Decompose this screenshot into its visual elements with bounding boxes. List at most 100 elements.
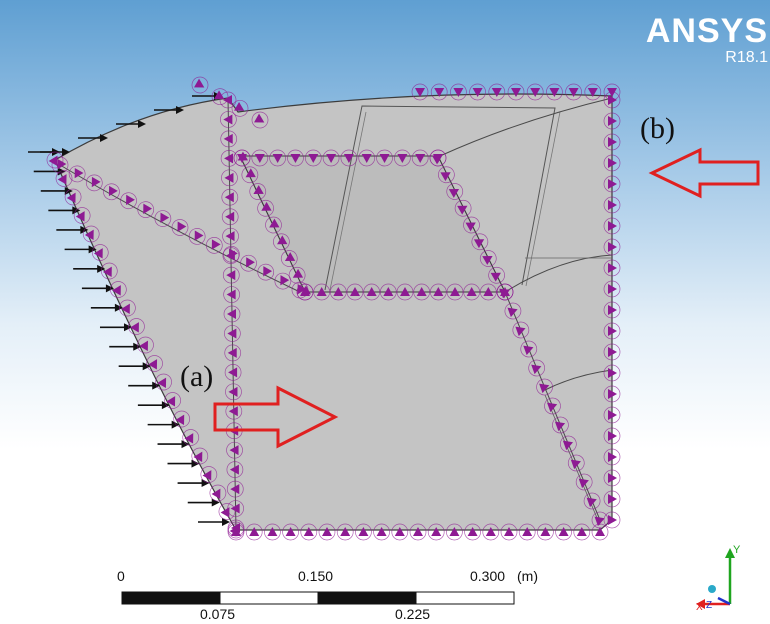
bc-marker [567, 454, 585, 472]
bc-marker [507, 83, 525, 101]
ansys-logo: ANSYS R18.1 [646, 14, 768, 66]
bc-marker [471, 233, 489, 251]
bc-marker [355, 523, 372, 541]
fluid-domain-body [54, 93, 613, 531]
x-axis-label: X [696, 602, 703, 613]
bc-marker [526, 83, 544, 101]
bc-marker [222, 227, 239, 245]
bc-marker [446, 283, 464, 301]
bc-marker [565, 83, 582, 101]
inlet-arrow [187, 498, 220, 507]
inlet-arrow [109, 342, 142, 351]
flow-arrow-b [648, 147, 760, 199]
bc-marker [603, 154, 621, 172]
bc-marker [220, 111, 237, 128]
bc-marker [427, 523, 445, 541]
bc-marker [488, 266, 505, 284]
inlet-arrow [73, 264, 106, 273]
bc-marker [191, 447, 209, 465]
bc-marker [257, 199, 274, 217]
bc-marker [603, 112, 621, 130]
inlet-arrow [33, 167, 66, 176]
scale-bar [121, 591, 515, 605]
origin-dot [708, 585, 716, 593]
bc-marker [218, 503, 236, 520]
inlet-arrow [116, 120, 146, 128]
bc-marker [409, 523, 427, 541]
bc-marker [346, 283, 364, 301]
logo-name: ANSYS [645, 12, 768, 50]
bc-marker [373, 523, 390, 541]
bc-marker [537, 523, 554, 541]
bc-marker [411, 149, 429, 167]
axis-triad[interactable]: Y Z X [678, 540, 758, 620]
bc-marker [222, 247, 240, 264]
bc-marker [446, 523, 463, 541]
bc-marker [322, 149, 340, 167]
bc-marker [68, 165, 86, 183]
bc-marker [552, 416, 569, 434]
inlet-arrow [40, 186, 73, 195]
bc-marker [200, 466, 218, 483]
bc-marker [573, 523, 591, 541]
z-axis-label: Z [706, 600, 713, 611]
bc-marker [363, 283, 381, 301]
label-a: (a) [180, 360, 214, 393]
bc-marker [482, 523, 500, 541]
bc-marker [146, 355, 163, 372]
inlet-arrow [147, 420, 180, 429]
bc-marker [429, 283, 447, 301]
scale-tick-075: 0.075 [200, 606, 236, 622]
bc-marker [91, 244, 109, 261]
bc-marker [318, 523, 336, 541]
bc-marker [85, 174, 103, 192]
bc-marker [280, 250, 298, 267]
inlet-arrow [167, 459, 200, 468]
bc-marker [430, 83, 448, 101]
bc-marker [603, 406, 621, 424]
scale-unit: (m) [517, 568, 538, 584]
bc-marker [546, 83, 563, 101]
scale-tick-300: 0.300 [470, 568, 506, 584]
flow-arrow-a [213, 385, 339, 449]
bc-marker [226, 441, 243, 459]
bc-marker [536, 378, 553, 396]
bc-marker [603, 469, 621, 487]
bc-marker [205, 237, 223, 254]
bc-marker [46, 151, 64, 169]
bc-marker [394, 149, 411, 167]
bc-marker [603, 83, 621, 101]
bc-marker [226, 480, 244, 498]
bc-marker [544, 397, 561, 415]
inlet-arrow [154, 106, 184, 114]
bc-marker [446, 183, 464, 200]
bc-marker [257, 263, 275, 281]
bc-marker [73, 207, 91, 224]
bc-marker [191, 76, 209, 94]
bc-marker [583, 492, 601, 510]
bc-marker [603, 301, 621, 319]
bc-marker [224, 325, 241, 342]
bc-marker [273, 233, 290, 251]
bc-marker [603, 238, 621, 256]
inlet-arrow [90, 303, 123, 312]
bc-marker [188, 228, 206, 245]
bc-marker [379, 283, 397, 301]
bc-marker [220, 130, 238, 148]
bc-marker [264, 523, 281, 541]
bc-marker [450, 83, 467, 101]
bc-marker [209, 484, 227, 502]
bc-marker [504, 302, 522, 320]
bc-marker [603, 490, 621, 508]
bc-marker [575, 473, 593, 491]
bc-marker [396, 283, 414, 301]
bc-marker [109, 281, 127, 298]
bc-marker [300, 523, 318, 541]
bc-marker [496, 283, 514, 301]
scale-tick-150: 0.150 [298, 568, 334, 584]
bc-marker [55, 170, 73, 187]
bc-marker [336, 523, 354, 541]
bc-marker [603, 280, 621, 298]
